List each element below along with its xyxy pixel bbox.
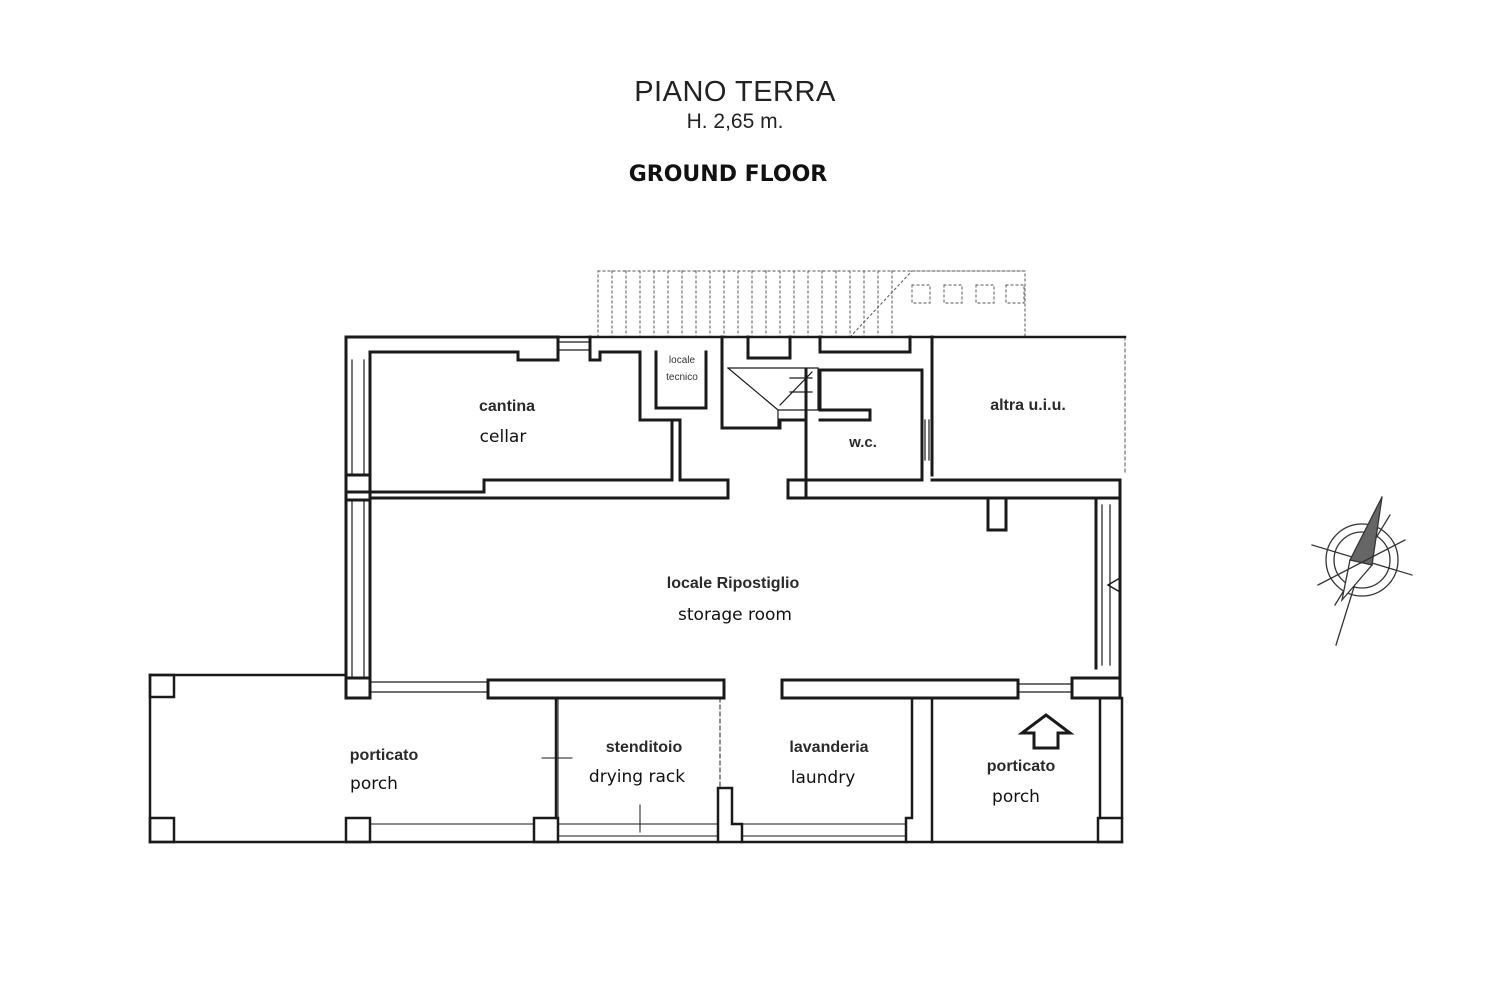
ceiling-height: H. 2,65 m.	[686, 110, 784, 133]
room-label-ripostiglio: locale Ripostiglio	[666, 575, 800, 592]
up-arrow-icon	[1017, 713, 1075, 750]
lower-wing	[148, 673, 1124, 844]
room-label-porch-left: porch	[350, 774, 398, 794]
room-label-lavanderia: lavanderia	[789, 739, 869, 756]
north-arrow-icon	[1311, 496, 1413, 646]
room-label-porch-right: porch	[992, 787, 1040, 807]
locale-tecnico-line-1: locale	[668, 355, 696, 366]
window-lines	[351, 341, 1111, 693]
room-label-porticato-left: porticato	[349, 747, 419, 764]
floor-title: PIANO TERRA	[634, 76, 836, 108]
room-label-altra-uiu: altra u.i.u.	[990, 397, 1066, 414]
room-label-storage-room: storage room	[678, 605, 792, 625]
external-stair	[597, 270, 1026, 338]
room-label-wc: w.c.	[849, 434, 877, 451]
room-label-cellar: cellar	[479, 427, 527, 447]
floor-subtitle: GROUND FLOOR	[628, 162, 828, 187]
locale-tecnico-line-2: tecnico	[666, 372, 698, 383]
room-label-drying-rack: drying rack	[588, 767, 686, 787]
room-label-locale-tecnico: locale tecnico	[666, 352, 698, 386]
room-label-cantina: cantina	[478, 398, 536, 415]
room-label-stenditoio: stenditoio	[605, 739, 683, 756]
room-label-laundry: laundry	[790, 768, 856, 788]
internal-stair	[727, 367, 819, 429]
exterior-walls	[344, 335, 1127, 700]
room-label-porticato-right: porticato	[986, 758, 1056, 775]
